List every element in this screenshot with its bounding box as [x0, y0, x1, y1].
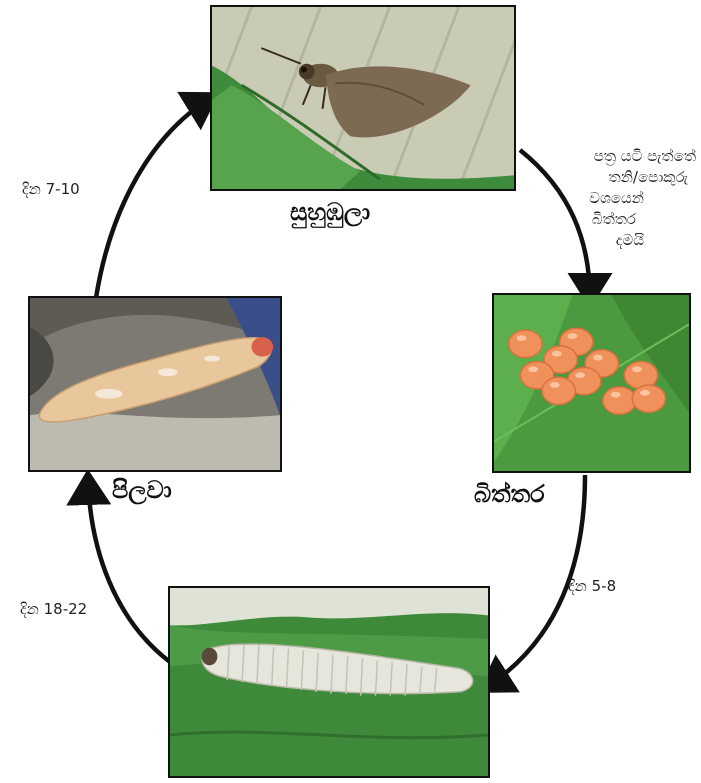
egg-laying-note-line: පත්‍ර යටි පැත්තේ [524, 146, 696, 167]
egg-cluster-image [492, 293, 691, 473]
adult-butterfly-image [210, 5, 516, 191]
pupa-image [28, 296, 282, 472]
larva-to-pupa-duration: දින 18-22 [20, 600, 87, 618]
arrow-pupa-to-adult [96, 97, 212, 298]
egg-laying-note-line: දමයි [524, 230, 644, 251]
adult-stage-label: සුහුඹුලා [290, 198, 370, 226]
egg-laying-note: පත්‍ර යටි පැත්තේ තනි/පොකුරු වශයෙන් බිත්ත… [524, 146, 696, 251]
larva-caterpillar-image [168, 586, 490, 778]
egg-laying-note-line: තනි/පොකුරු [524, 167, 688, 188]
pupa-to-adult-duration: දින 7-10 [22, 180, 80, 198]
egg-to-larva-duration: දින 5-8 [568, 577, 616, 595]
arrow-larva-to-pupa [88, 478, 170, 662]
pupa-stage-label: පිලවා [112, 476, 172, 504]
egg-laying-note-line: වශයෙන් [524, 188, 644, 209]
egg-stage-label: බිත්තර [474, 480, 545, 508]
egg-laying-note-line: බිත්තර [524, 209, 636, 230]
